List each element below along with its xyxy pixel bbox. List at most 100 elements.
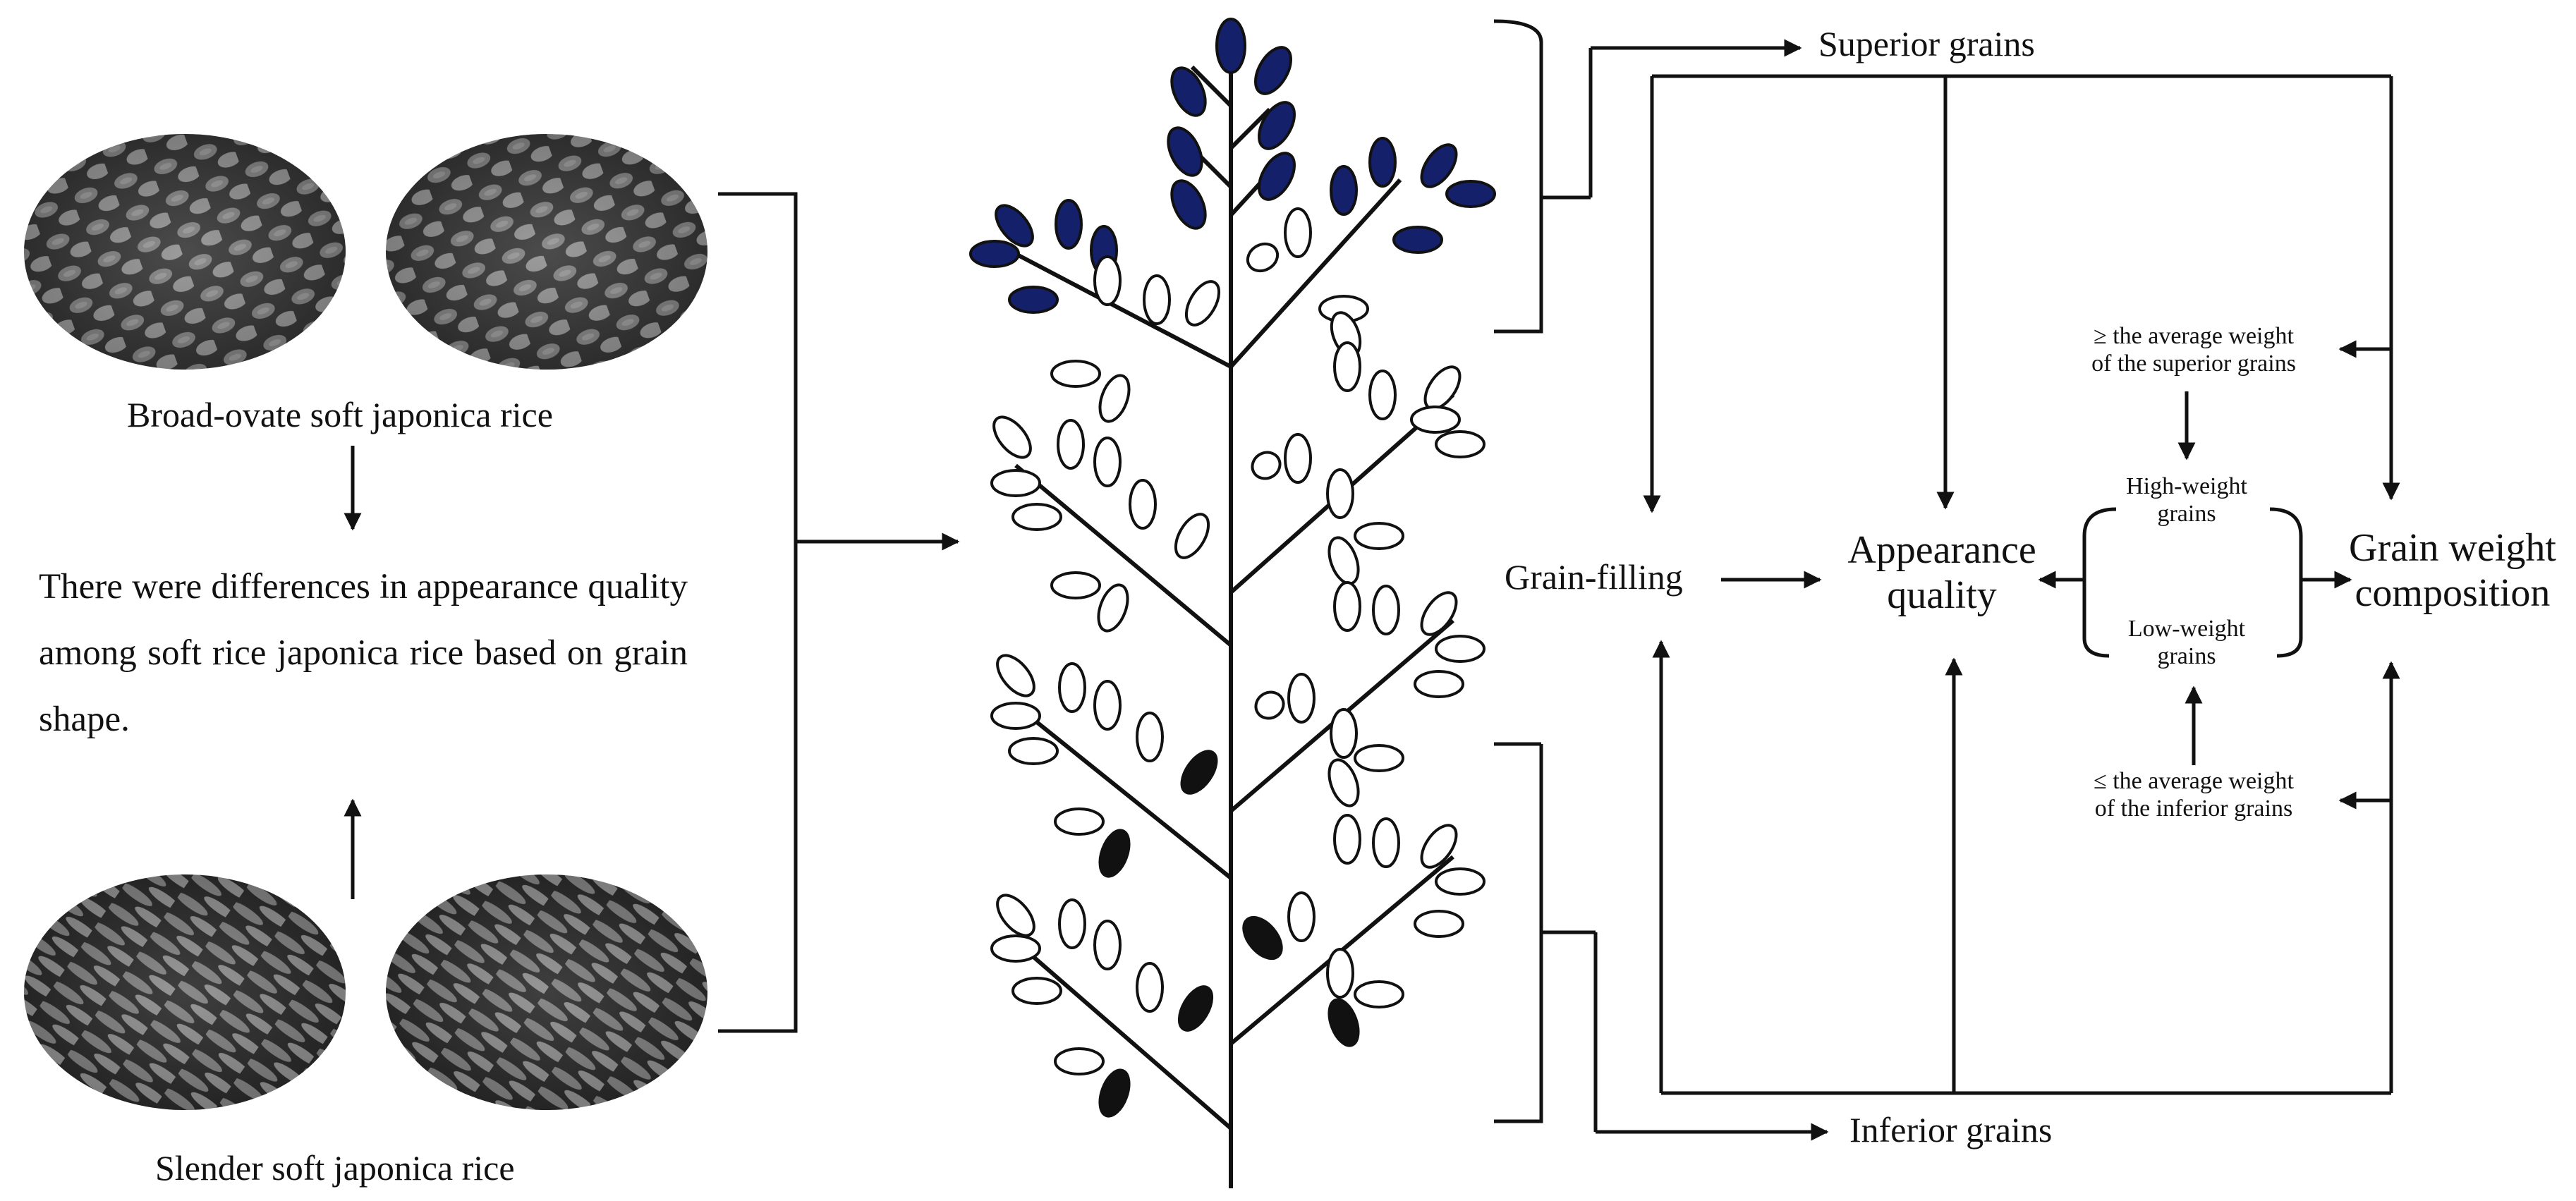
grain [1093,437,1122,487]
high-weight-grains-label: High-weight grains [2102,473,2271,528]
grain [1136,962,1164,1013]
grain [1287,673,1316,724]
superior-bracket [1493,19,1543,334]
grain [1368,370,1397,420]
grain [1435,635,1486,663]
grain [1333,814,1361,865]
grain [1284,207,1312,258]
grain [1058,898,1086,949]
grain [1011,503,1062,531]
grain [1414,910,1464,938]
grain [1054,1047,1105,1075]
grain [1328,758,1360,807]
inferior-grain [1242,915,1283,961]
broad-rice-photo-1 [24,134,346,370]
superior-grain [1258,152,1296,201]
grain [1287,891,1316,942]
superior-grain [1392,226,1443,254]
grain [996,894,1035,937]
grain [1174,513,1210,559]
group-bracket-right [2269,507,2303,658]
appearance-line2: quality [1887,573,1997,618]
superior-grain [1055,199,1083,250]
low-weight-grains-label: Low-weight grains [2102,615,2271,670]
grain [1050,571,1101,599]
grain [1435,867,1486,896]
grain [1372,585,1400,635]
composition-line1: Grain weight [2349,526,2556,570]
grain [1093,255,1122,306]
superior-average-weight-note: ≥ the average weight of the superior gra… [2060,322,2328,377]
le-line2: of the inferior grains [2094,795,2293,822]
group-bracket-left [2082,507,2117,658]
superior-grain [1258,101,1296,150]
grain [1093,920,1122,970]
grain [1284,433,1312,484]
grain [1414,670,1464,698]
low-line2: grains [2157,643,2216,670]
broad-rice-caption: Broad-ovate soft japonica rice [127,395,553,434]
grain [1057,419,1085,470]
slender-rice-caption: Slender soft japonica rice [155,1148,515,1188]
grain [1354,522,1404,550]
grain [1326,948,1354,999]
grain [1420,824,1458,869]
superior-grain [995,204,1034,248]
grain [1326,468,1354,519]
grain [1050,360,1101,388]
grain [1410,406,1461,434]
inferior-grain [1177,985,1214,1032]
superior-grain [1008,286,1059,314]
grain [1008,737,1059,765]
grain [1097,583,1129,633]
superior-grain [1170,66,1207,117]
grain [1011,977,1062,1005]
grain-weight-composition-label: Grain weight composition [2336,525,2569,616]
grain [1184,280,1221,327]
broad-rice-photo-2 [386,134,707,370]
grain [1330,708,1358,759]
grain [1372,817,1400,868]
grain [1136,712,1164,762]
grain [1246,242,1280,273]
inferior-grains-label: Inferior grains [1849,1110,2053,1150]
grain [1058,662,1086,713]
inferior-average-weight-note: ≤ the average weight of the inferior gra… [2060,767,2328,822]
grain [1098,374,1131,423]
superior-grain [1330,165,1358,216]
grain [1435,430,1486,458]
statement-text: There were differences in appearance qua… [39,567,688,739]
inferior-grain [1328,998,1360,1047]
inferior-grain [1098,1068,1131,1118]
grain [1143,274,1171,325]
ge-line1: ≥ the average weight [2094,323,2294,349]
grain [1054,807,1105,836]
inferior-grain [1180,750,1218,795]
grain [1354,744,1404,772]
superior-grain [1167,126,1203,177]
grain [1093,680,1122,731]
rice-panicle [1014,35,1454,1188]
slender-rice-photo-1 [24,874,346,1110]
left-bracket [718,192,798,1033]
superior-grain [1368,137,1397,188]
appearance-line1: Appearance [1847,528,2036,572]
inferior-grain [1098,829,1131,878]
grain [990,702,1041,730]
grain [1333,581,1361,632]
grain [990,934,1041,963]
grain [1254,690,1285,720]
high-line1: High-weight [2126,473,2247,499]
superior-grain [1420,143,1458,188]
superior-grain [1215,18,1246,74]
superior-grains-label: Superior grains [1818,24,2035,63]
grain [1129,479,1157,530]
superior-grain [1254,46,1292,95]
grain [1420,591,1458,636]
grain [992,415,1032,459]
grain [996,654,1035,697]
le-line1: ≤ the average weight [2094,768,2294,794]
superior-grain [1445,180,1496,208]
